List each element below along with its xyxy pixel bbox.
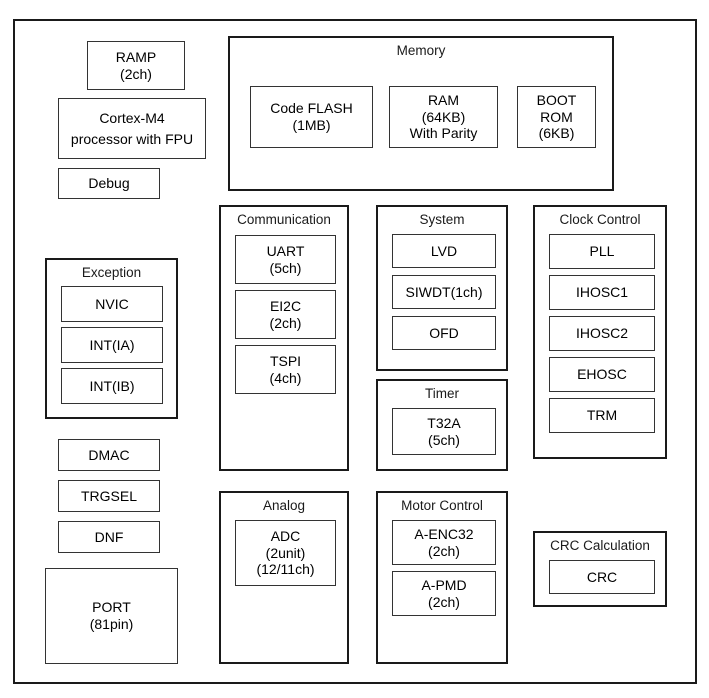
block-lvd-label: LVD bbox=[430, 242, 458, 259]
block-int-ib-label: INT(IB) bbox=[89, 377, 135, 394]
group-clock-control-title: Clock Control bbox=[559, 212, 641, 227]
block-tspi-line2: (4ch) bbox=[269, 369, 302, 386]
block-crc-label: CRC bbox=[586, 568, 618, 585]
block-int-ib[interactable]: INT(IB) bbox=[61, 368, 163, 404]
group-timer-title: Timer bbox=[425, 386, 459, 401]
block-boot-rom-line3: (6KB) bbox=[538, 125, 575, 142]
block-code-flash[interactable]: Code FLASH (1MB) bbox=[250, 86, 373, 148]
group-crc-calculation-title: CRC Calculation bbox=[550, 538, 650, 553]
block-ihosc1[interactable]: IHOSC1 bbox=[549, 275, 655, 310]
block-tspi-line1: TSPI bbox=[269, 352, 302, 369]
block-ei2c-line1: EI2C bbox=[269, 297, 302, 314]
block-ihosc1-label: IHOSC1 bbox=[575, 284, 629, 301]
block-siwdt[interactable]: SIWDT(1ch) bbox=[392, 275, 496, 309]
block-debug-label: Debug bbox=[88, 175, 130, 192]
block-trm[interactable]: TRM bbox=[549, 398, 655, 433]
block-nvic[interactable]: NVIC bbox=[61, 286, 163, 322]
block-adc-line3: (12/11ch) bbox=[256, 561, 315, 578]
block-cortex-m4-processor[interactable]: Cortex-M4 processor with FPU bbox=[58, 98, 206, 159]
block-int-ia-label: INT(IA) bbox=[89, 336, 135, 353]
block-port[interactable]: PORT (81pin) bbox=[45, 568, 178, 664]
block-ei2c[interactable]: EI2C (2ch) bbox=[235, 290, 336, 339]
block-ehosc[interactable]: EHOSC bbox=[549, 357, 655, 392]
block-ei2c-line2: (2ch) bbox=[269, 314, 302, 331]
block-adc-line2: (2unit) bbox=[265, 544, 306, 561]
block-ram-line3: With Parity bbox=[409, 125, 478, 142]
block-adc[interactable]: ADC (2unit) (12/11ch) bbox=[235, 520, 336, 586]
group-motor-control-title: Motor Control bbox=[401, 498, 483, 513]
block-dmac[interactable]: DMAC bbox=[58, 439, 160, 471]
block-cortex-m4-line2: processor with FPU bbox=[70, 130, 194, 147]
group-system: System LVD SIWDT(1ch) OFD bbox=[376, 205, 508, 371]
block-ihosc2-label: IHOSC2 bbox=[575, 325, 629, 342]
block-a-enc32-line2: (2ch) bbox=[428, 542, 460, 559]
block-siwdt-label: SIWDT(1ch) bbox=[405, 283, 483, 300]
block-ram-line2: (64KB) bbox=[421, 108, 466, 125]
block-a-pmd-line2: (2ch) bbox=[428, 593, 460, 610]
group-exception: Exception NVIC INT(IA) INT(IB) bbox=[45, 258, 178, 419]
block-pll[interactable]: PLL bbox=[549, 234, 655, 269]
block-a-pmd[interactable]: A-PMD (2ch) bbox=[392, 571, 496, 616]
block-a-enc32-line1: A-ENC32 bbox=[414, 525, 474, 542]
block-a-pmd-line1: A-PMD bbox=[421, 576, 467, 593]
block-t32a-line2: (5ch) bbox=[428, 431, 460, 448]
group-memory: Memory Code FLASH (1MB) RAM (64KB) With … bbox=[228, 36, 614, 191]
block-t32a-line1: T32A bbox=[427, 414, 461, 431]
group-clock-control: Clock Control PLL IHOSC1 IHOSC2 EHOSC TR… bbox=[533, 205, 667, 459]
block-boot-rom-line1: BOOT bbox=[536, 92, 577, 109]
block-ramp-line1: RAMP bbox=[115, 48, 157, 65]
block-ofd-label: OFD bbox=[429, 324, 459, 341]
group-system-title: System bbox=[419, 212, 465, 227]
block-boot-rom[interactable]: BOOT ROM (6KB) bbox=[517, 86, 596, 148]
block-ehosc-label: EHOSC bbox=[577, 366, 627, 383]
block-cortex-m4-line1: Cortex-M4 bbox=[99, 110, 165, 127]
block-ram-line1: RAM bbox=[427, 92, 460, 109]
block-dnf-label: DNF bbox=[94, 528, 124, 545]
block-nvic-label: NVIC bbox=[95, 295, 129, 312]
group-timer: Timer T32A (5ch) bbox=[376, 379, 508, 471]
block-boot-rom-line2: ROM bbox=[540, 108, 573, 125]
group-motor-control: Motor Control A-ENC32 (2ch) A-PMD (2ch) bbox=[376, 491, 508, 664]
block-tspi[interactable]: TSPI (4ch) bbox=[235, 345, 336, 394]
group-analog-title: Analog bbox=[262, 498, 306, 513]
block-uart-line1: UART bbox=[266, 242, 305, 259]
block-trgsel[interactable]: TRGSEL bbox=[58, 480, 160, 512]
block-trm-label: TRM bbox=[586, 407, 618, 424]
block-a-enc32[interactable]: A-ENC32 (2ch) bbox=[392, 520, 496, 565]
block-debug[interactable]: Debug bbox=[58, 168, 160, 199]
block-crc[interactable]: CRC bbox=[549, 560, 655, 594]
block-ofd[interactable]: OFD bbox=[392, 316, 496, 350]
group-exception-title: Exception bbox=[81, 265, 142, 280]
block-pll-label: PLL bbox=[589, 243, 615, 260]
group-analog: Analog ADC (2unit) (12/11ch) bbox=[219, 491, 349, 664]
block-dnf[interactable]: DNF bbox=[58, 521, 160, 553]
block-uart-line2: (5ch) bbox=[269, 259, 302, 276]
block-ihosc2[interactable]: IHOSC2 bbox=[549, 316, 655, 351]
group-crc-calculation: CRC Calculation CRC bbox=[533, 531, 667, 607]
block-ram[interactable]: RAM (64KB) With Parity bbox=[389, 86, 498, 148]
block-uart[interactable]: UART (5ch) bbox=[235, 235, 336, 284]
block-lvd[interactable]: LVD bbox=[392, 234, 496, 268]
block-code-flash-line2: (1MB) bbox=[292, 117, 331, 133]
block-ramp[interactable]: RAMP (2ch) bbox=[87, 41, 185, 90]
block-adc-line1: ADC bbox=[270, 528, 301, 545]
block-port-line2: (81pin) bbox=[89, 616, 134, 632]
block-ramp-line2: (2ch) bbox=[120, 65, 152, 82]
group-communication: Communication UART (5ch) EI2C (2ch) TSPI… bbox=[219, 205, 349, 471]
block-int-ia[interactable]: INT(IA) bbox=[61, 327, 163, 363]
chip-outline-frame: RAMP (2ch) Cortex-M4 processor with FPU … bbox=[13, 19, 697, 684]
block-trgsel-label: TRGSEL bbox=[80, 487, 137, 504]
block-t32a[interactable]: T32A (5ch) bbox=[392, 408, 496, 455]
block-port-line1: PORT bbox=[92, 599, 131, 616]
group-memory-title: Memory bbox=[396, 43, 446, 58]
group-communication-title: Communication bbox=[237, 212, 331, 227]
block-code-flash-line1: Code FLASH bbox=[270, 100, 353, 117]
block-dmac-label: DMAC bbox=[88, 446, 130, 463]
